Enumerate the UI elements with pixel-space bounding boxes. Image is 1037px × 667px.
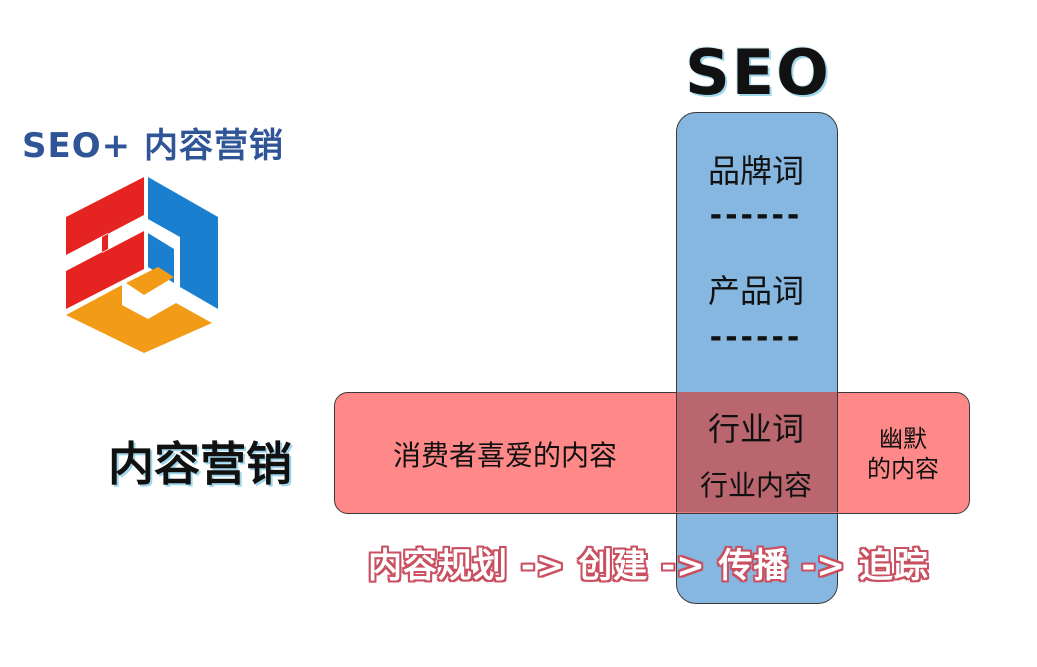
content-marketing-label: 内容营销 [108, 437, 292, 491]
consumer-favorite-content: 消费者喜爱的内容 [392, 439, 617, 472]
product-keyword: 产品词 [707, 272, 804, 310]
humorous-content-line2: 的内容 [867, 455, 939, 483]
humorous-content: 幽默 的内容 [838, 424, 968, 484]
logo-red-segment [66, 177, 144, 309]
industry-keyword: 行业词 [707, 410, 804, 448]
page-title: SEO+ 内容营销 [22, 126, 284, 166]
divider-1: ------ [709, 198, 803, 233]
logo-icon [66, 177, 218, 353]
humorous-content-line1: 幽默 [879, 425, 927, 453]
seo-heading: SEO [685, 36, 831, 109]
seo-column [676, 112, 838, 604]
logo-orange-segment [66, 267, 212, 353]
overlap-region [676, 392, 838, 512]
industry-content: 行业内容 [699, 469, 812, 502]
logo-blue-segment [148, 177, 218, 309]
content-marketing-row [334, 392, 970, 514]
process-flow: 内容规划 -> 创建 -> 传播 -> 追踪 [368, 546, 929, 586]
divider-2: ------ [709, 320, 803, 355]
brand-keyword: 品牌词 [707, 152, 804, 190]
